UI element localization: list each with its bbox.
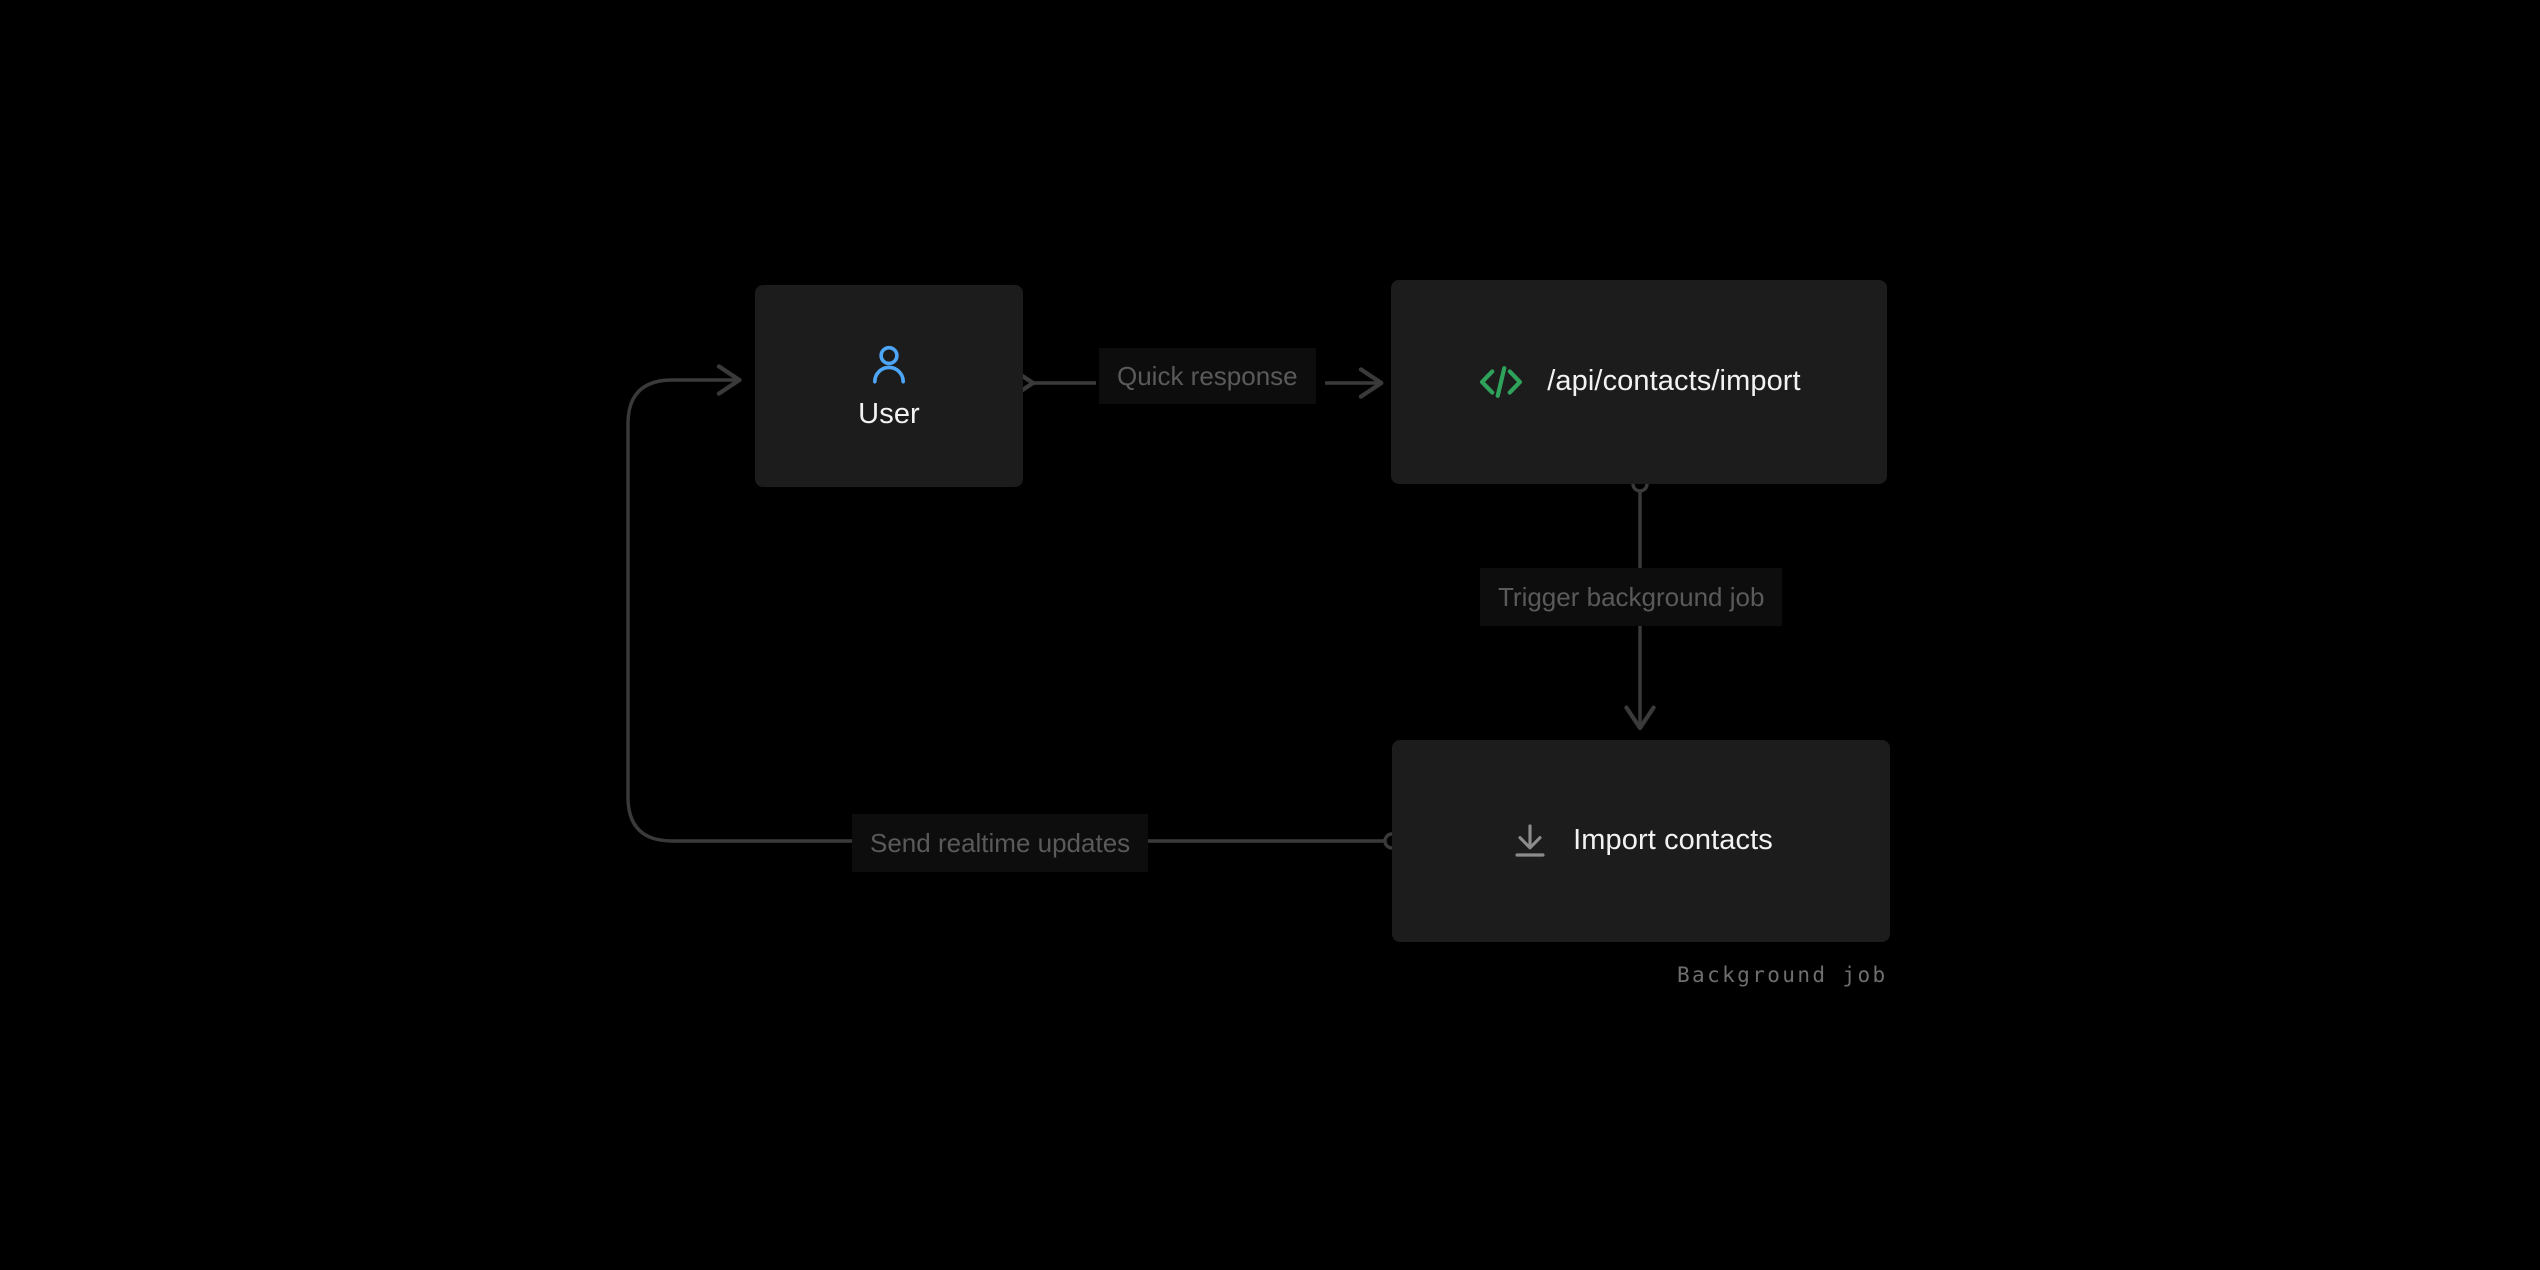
edge-label-send-realtime-updates: Send realtime updates — [852, 814, 1149, 872]
user-icon — [866, 341, 912, 387]
edge-label-quick-response: Quick response — [1099, 348, 1316, 404]
node-import-contacts-caption: Background job — [1677, 963, 1888, 987]
edge-label-trigger-background-job: Trigger background job — [1480, 568, 1783, 626]
node-api-endpoint-label: /api/contacts/import — [1547, 365, 1801, 398]
code-brackets-icon — [1477, 362, 1525, 402]
node-import-contacts-label: Import contacts — [1573, 824, 1773, 857]
node-user-label: User — [858, 398, 920, 431]
node-import-contacts[interactable]: Import contacts — [1392, 740, 1890, 942]
download-icon — [1509, 820, 1551, 862]
node-api-endpoint[interactable]: /api/contacts/import — [1391, 280, 1887, 484]
node-user[interactable]: User — [755, 285, 1023, 487]
